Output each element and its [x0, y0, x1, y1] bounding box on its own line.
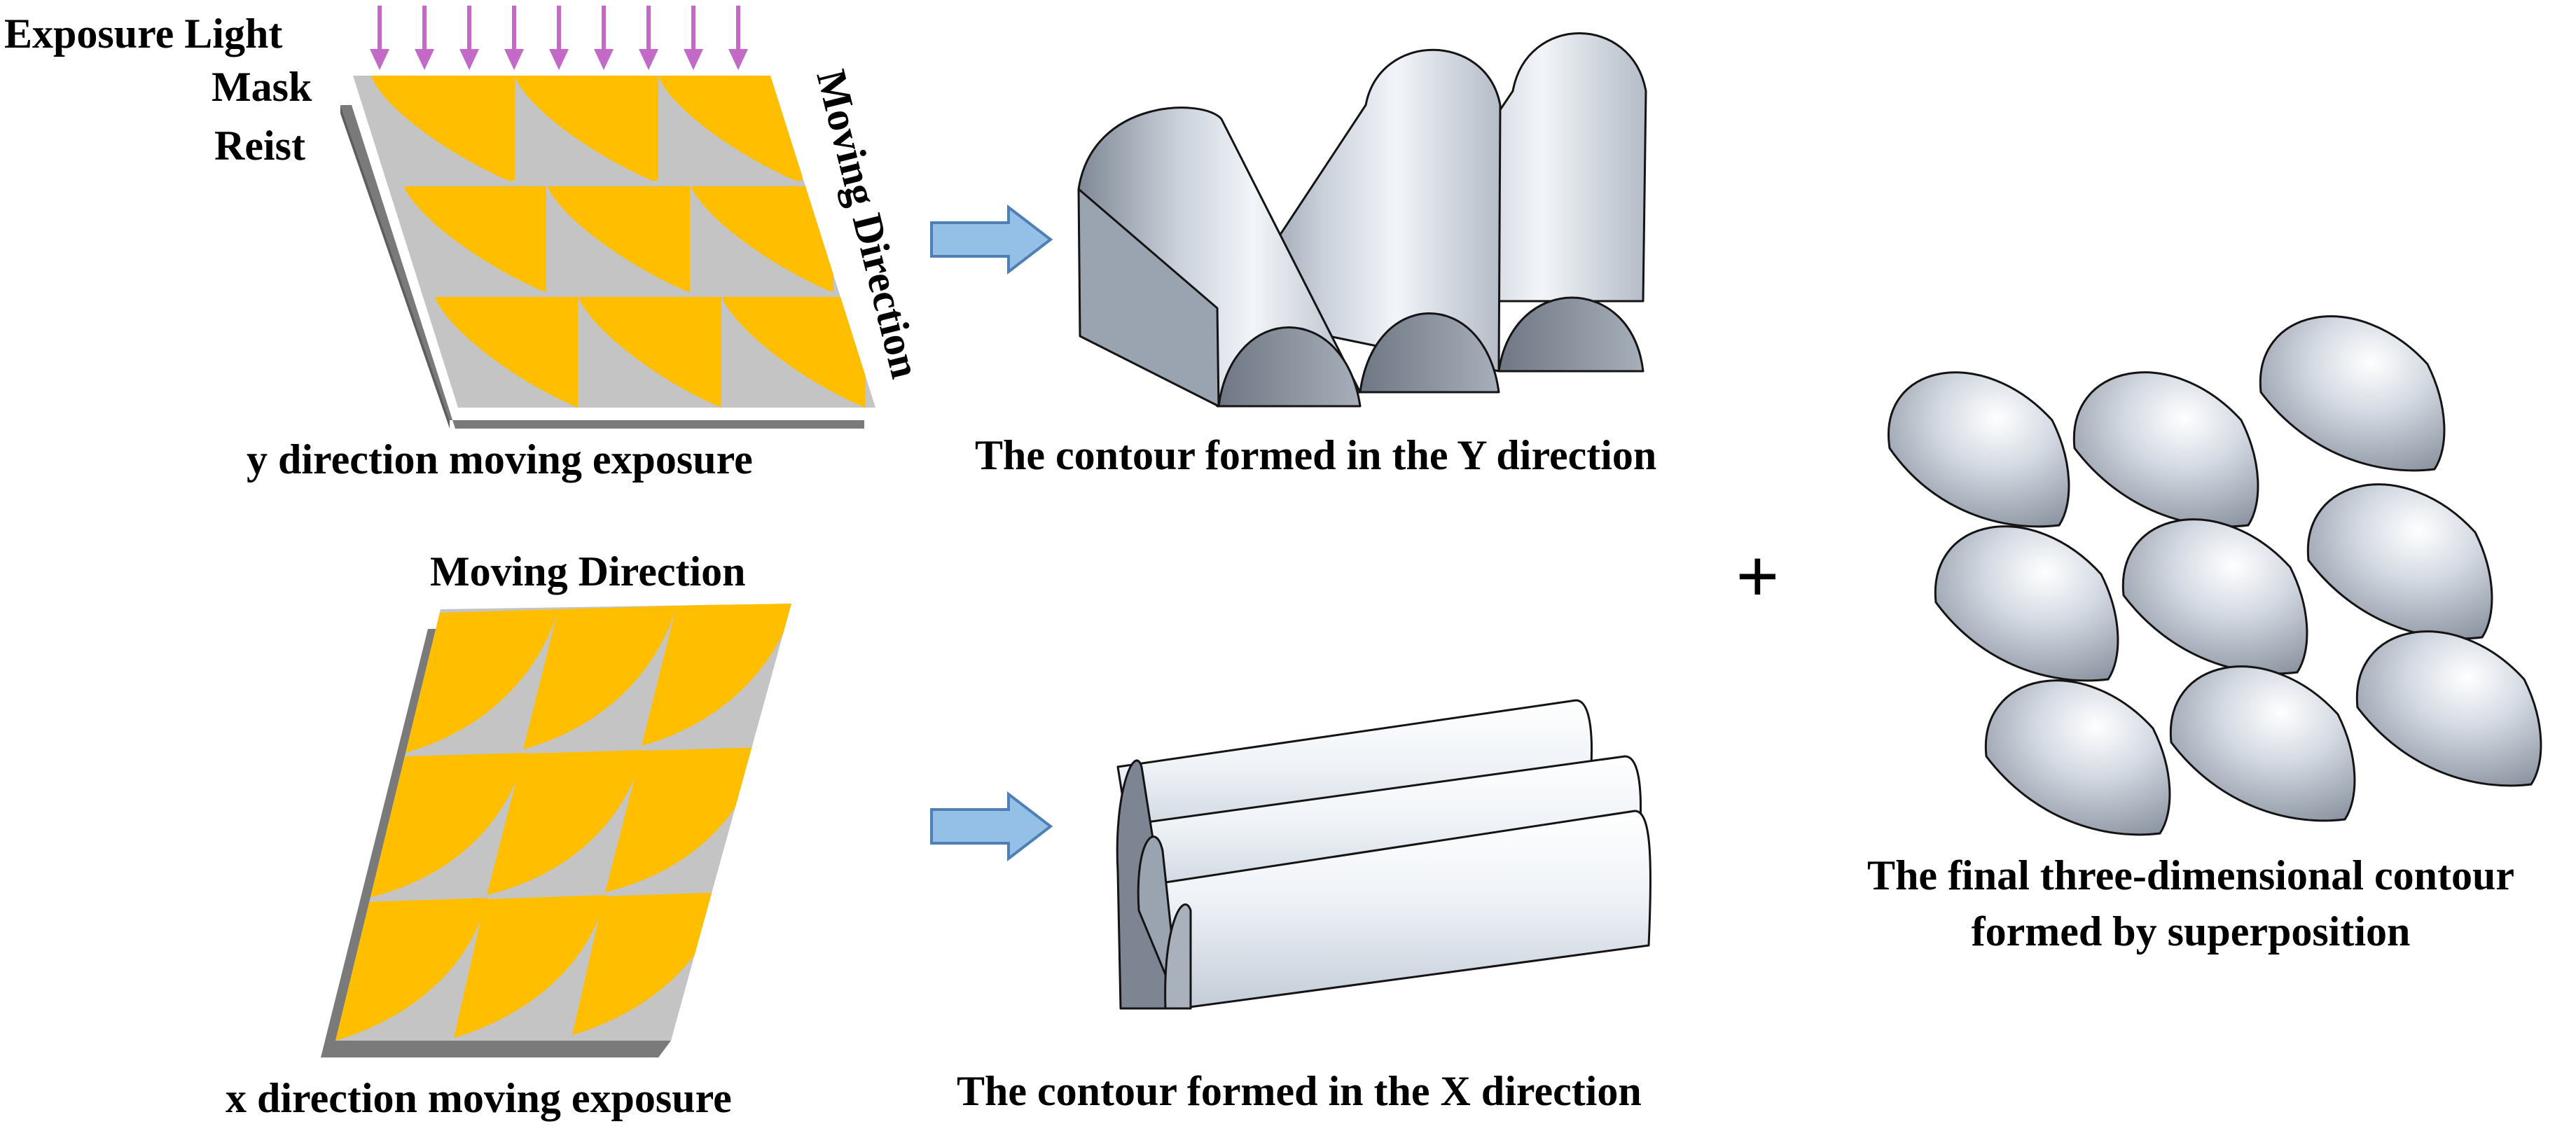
exposure-pattern-cell [515, 76, 658, 183]
exposure-pattern-cell [335, 898, 487, 1041]
y-contour-caption: The contour formed in the Y direction [975, 432, 1656, 478]
pattern-column [454, 606, 677, 1038]
resist-label: Reist [214, 123, 305, 169]
pattern-row [434, 296, 865, 408]
down-arrow-icon [459, 6, 479, 70]
dome [1934, 525, 2119, 682]
right-arrow-icon [930, 204, 1053, 275]
resist-edge-y [340, 105, 450, 429]
down-arrow-icon [549, 6, 569, 70]
exposure-pattern-cell [690, 183, 833, 293]
exposure-pattern-cell [721, 296, 865, 408]
exposure-pattern-cell [658, 76, 802, 183]
exposure-light-label: Exposure Light [4, 11, 282, 57]
ridge-left-side [1077, 188, 1220, 408]
down-arrow-icon [594, 6, 614, 70]
mask-label: Mask [212, 64, 312, 110]
mask-pattern-x [335, 604, 791, 1041]
exposure-pattern-cell [572, 892, 724, 1035]
exposure-pattern-cell [371, 76, 515, 183]
y-contour-shape [1077, 32, 1647, 408]
exposure-pattern-cell [578, 296, 721, 408]
down-arrow-icon [684, 6, 703, 70]
pattern-row [403, 183, 833, 293]
resist-layer-x [321, 629, 671, 1057]
exposure-pattern-cell [605, 747, 762, 892]
exposure-pattern-cell [454, 895, 606, 1038]
light-arrow-row [370, 6, 748, 70]
pattern-column [572, 604, 791, 1035]
ridge-front [1359, 312, 1500, 394]
moving-direction-label-x: Moving Direction [430, 548, 746, 595]
down-arrow-icon [370, 6, 389, 70]
dome [2306, 483, 2493, 640]
mask-pattern-y [371, 76, 868, 408]
final-contour-shape [1888, 315, 2542, 836]
exposure-pattern-cell [403, 183, 546, 293]
exposure-pattern-cell [523, 606, 677, 749]
final-caption-line2: formed by superposition [1972, 908, 2411, 955]
exposure-pattern-cell [368, 753, 525, 898]
exposure-pattern-cell [405, 609, 558, 753]
down-arrow-icon [415, 6, 434, 70]
ridge [1164, 810, 1652, 1010]
ridge-end-cap [1164, 903, 1192, 1010]
down-arrow-icon [728, 6, 748, 70]
down-arrow-icon [639, 6, 658, 70]
x-contour-shape [1116, 699, 1652, 1010]
dome [2169, 665, 2356, 822]
dome [2259, 315, 2446, 472]
dome [1984, 679, 2171, 836]
dome [2355, 630, 2542, 787]
dome [1888, 371, 2070, 528]
plus-sign: + [1736, 534, 1780, 619]
exposure-pattern-cell [546, 183, 690, 293]
exposure-pattern-cell [487, 750, 644, 895]
right-arrow-icon [930, 791, 1053, 862]
pattern-row [371, 76, 802, 183]
final-caption-line1: The final three-dimensional contour [1867, 852, 2514, 898]
ridge-front [1217, 326, 1362, 408]
x-exposure-caption: x direction moving exposure [226, 1075, 732, 1121]
down-arrow-icon [504, 6, 524, 70]
dome [2121, 518, 2308, 675]
dome [2072, 371, 2259, 528]
x-contour-caption: The contour formed in the X direction [957, 1068, 1642, 1114]
ridge-front [1497, 296, 1644, 373]
exposure-pattern-cell [434, 296, 578, 408]
exposure-pattern-cell [642, 604, 791, 746]
pattern-column [335, 609, 558, 1041]
y-exposure-caption: y direction moving exposure [247, 436, 753, 483]
